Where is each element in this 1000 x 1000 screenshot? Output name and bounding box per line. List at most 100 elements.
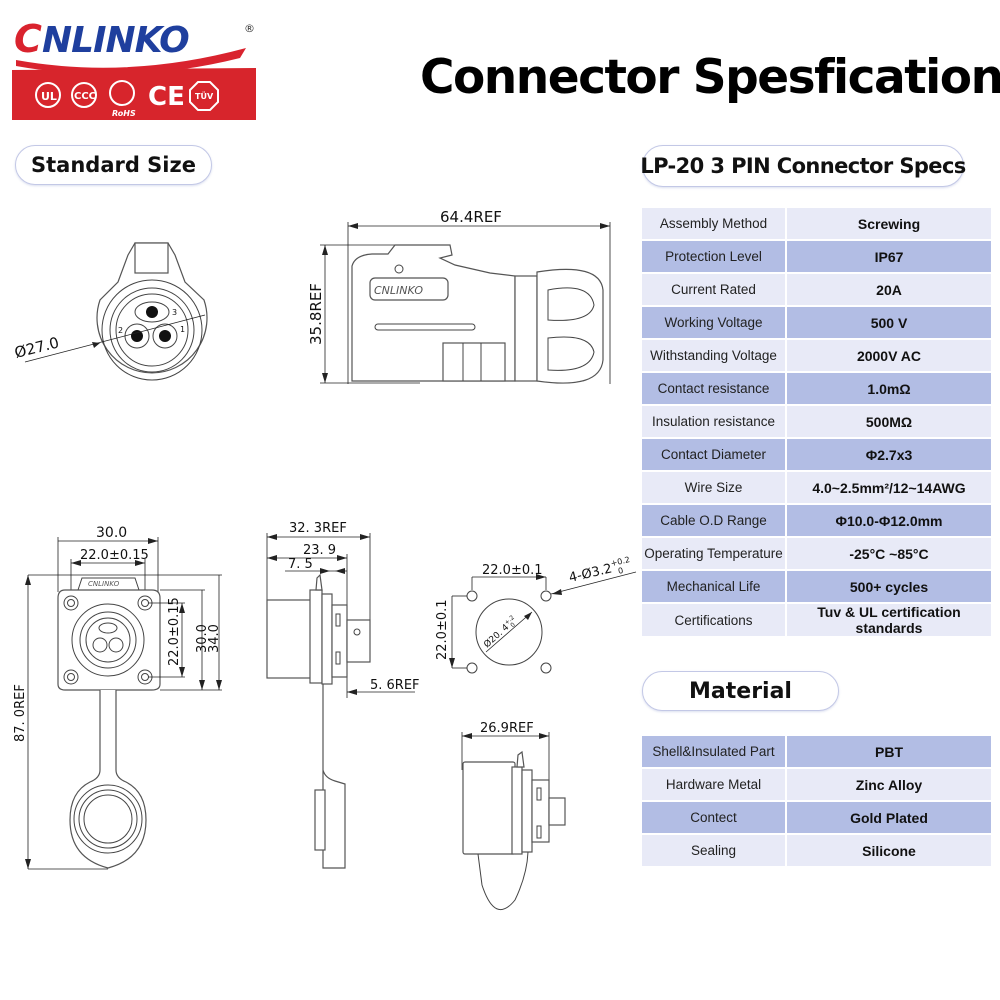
specs-label: Cable O.D Range <box>642 505 785 536</box>
panel-cutout-drawing: 22.0±0.1 4-Ø3.2+0.20 Ø20. 4+.20 22.0±0.1 <box>435 555 637 674</box>
registered-mark: ® <box>244 22 255 35</box>
hole-spacing-v-label: 22.0±0.15 <box>167 597 182 666</box>
specs-value: 500MΩ <box>787 406 991 437</box>
side-view-drawing: 64.4REF 35.8REF CNLINKO <box>307 208 611 384</box>
specs-label: Contact Diameter <box>642 439 785 470</box>
material-value: Zinc Alloy <box>787 769 991 800</box>
rohs-mark-icon <box>109 80 135 106</box>
hole-spacing-h-label: 22.0±0.15 <box>80 548 149 563</box>
side-body-logo: CNLINKO <box>374 284 423 297</box>
specs-label: Mechanical Life <box>642 571 785 602</box>
cnlinko-logo-graphic: C NLINKO ® UL CCC RoHS CE TÜV <box>12 17 256 120</box>
specs-value: 500 V <box>787 307 991 338</box>
svg-text:TÜV: TÜV <box>195 91 214 101</box>
panel-side-drawing: 32. 3REF 23. 9 7. 5 5. 6REF <box>266 521 420 869</box>
svg-text:CCC: CCC <box>74 91 96 102</box>
material-value: Silicone <box>787 835 991 866</box>
pin-1-label: 1 <box>180 325 185 334</box>
front-depth-label: 7. 5 <box>288 557 313 572</box>
specs-label: Withstanding Voltage <box>642 340 785 371</box>
specs-label: Working Voltage <box>642 307 785 338</box>
specs-value: 500+ cycles <box>787 571 991 602</box>
mounting-hole-label: 4-Ø3.2+0.20 <box>567 555 633 587</box>
specs-label: Protection Level <box>642 241 785 272</box>
pin-3-label: 3 <box>172 308 177 317</box>
diameter-label: Ø27.0 <box>13 333 61 361</box>
svg-text:RoHS: RoHS <box>112 109 136 118</box>
brand-logo: C NLINKO ® UL CCC RoHS CE TÜV <box>8 8 260 126</box>
material-label: Contect <box>642 802 785 833</box>
specs-heading: LP-20 3 PIN Connector Specs <box>640 145 966 187</box>
specs-value: 4.0~2.5mm²/12~14AWG <box>787 472 991 503</box>
specs-value: -25°C ~85°C <box>787 538 991 569</box>
material-value: PBT <box>787 736 991 767</box>
logo-letter-c: C <box>14 17 42 61</box>
specs-value: Tuv & UL certification standards <box>787 604 991 636</box>
cutout-v-spacing-label: 22.0±0.1 <box>435 599 450 660</box>
specs-value: Φ10.0-Φ12.0mm <box>787 505 991 536</box>
total-length-label: 87. 0REF <box>13 684 28 742</box>
specs-value: 20A <box>787 274 991 305</box>
mid-depth-label: 23. 9 <box>303 543 336 558</box>
height-34-label: 34.0 <box>207 624 222 653</box>
panel-side-capped-drawing: 26.9REF <box>461 721 566 911</box>
specs-value: IP67 <box>787 241 991 272</box>
material-heading: Material <box>642 671 839 711</box>
logo-swoosh <box>16 48 246 75</box>
standard-size-heading: Standard Size <box>15 145 212 185</box>
panel-front-drawing: 30.0 22.0±0.15 CNLINKO 22.0±0.15 30.0 <box>13 525 222 870</box>
specs-label: Contact resistance <box>642 373 785 404</box>
ccc-mark-icon <box>71 82 97 108</box>
specs-value: Screwing <box>787 208 991 239</box>
specs-row: Operating Temperature-25°C ~85°C <box>642 538 991 569</box>
specs-label: Assembly Method <box>642 208 785 239</box>
technical-drawings: 3 2 1 Ø27.0 64.4REF 35.8REF CNLINKO <box>13 208 637 911</box>
material-label: Sealing <box>642 835 785 866</box>
specs-value: Φ2.7x3 <box>787 439 991 470</box>
material-value: Gold Plated <box>787 802 991 833</box>
page-title: Connector Spesfications <box>420 50 1000 105</box>
specs-label: Certifications <box>642 604 785 636</box>
svg-text:UL: UL <box>41 90 57 103</box>
front-view-drawing: 3 2 1 Ø27.0 <box>13 242 208 381</box>
specs-label: Wire Size <box>642 472 785 503</box>
length-label: 64.4REF <box>440 208 502 226</box>
specs-value: 2000V AC <box>787 340 991 371</box>
ul-mark-icon <box>35 82 61 108</box>
cutout-h-spacing-label: 22.0±0.1 <box>482 563 543 578</box>
specs-label: Insulation resistance <box>642 406 785 437</box>
capped-width-label: 26.9REF <box>480 721 534 736</box>
material-label: Hardware Metal <box>642 769 785 800</box>
height-label: 35.8REF <box>307 283 325 345</box>
material-label: Shell&Insulated Part <box>642 736 785 767</box>
specs-label: Current Rated <box>642 274 785 305</box>
total-depth-label: 32. 3REF <box>289 521 347 536</box>
pin-2-label: 2 <box>118 326 123 335</box>
height-30-label: 30.0 <box>195 624 210 653</box>
specs-label: Operating Temperature <box>642 538 785 569</box>
panel-width-label: 30.0 <box>96 525 127 541</box>
rear-depth-label: 5. 6REF <box>370 678 420 693</box>
tuv-mark-icon <box>189 81 219 111</box>
center-diameter-label: Ø20. 4+.20 <box>481 614 520 651</box>
specs-value: 1.0mΩ <box>787 373 991 404</box>
flange-logo: CNLINKO <box>88 580 120 588</box>
logo-wordmark: NLINKO <box>42 20 189 61</box>
